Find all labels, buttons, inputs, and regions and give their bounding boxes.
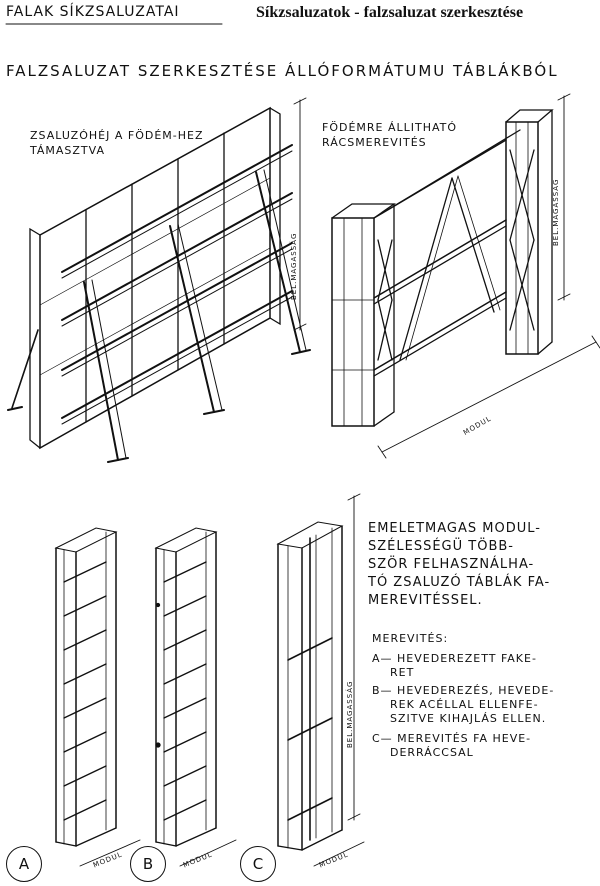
panel-a-drawing — [54, 527, 141, 867]
panel-b-circle-label: B — [130, 846, 166, 882]
merevites-item-c: C— MEREVITÉS FA HEVE- DERRÁCCSAL — [372, 732, 532, 759]
top-right-label: FÖDÉMRE ÁLLITHATÓ RÁCSMEREVITÉS — [322, 121, 458, 149]
panel-a-circle-label: A — [6, 846, 42, 882]
merevites-item-a: A— HEVEDEREZETT FAKE- RET — [372, 652, 537, 679]
panel-description: EMELETMAGAS MODUL- SZÉLESSÉGÜ TÖBB- SZÖR… — [368, 521, 551, 608]
panel-c-drawing — [276, 493, 365, 867]
header-left-title: FALAK SÍKZSALUZATAI — [6, 4, 180, 20]
merevites-item-b: B— HEVEDEREZÉS, HEVEDE- REK ACÉLLAL ELLE… — [372, 684, 555, 725]
top-left-label: ZSALUZÓHÉJ A FÖDÉM-HEZ TÁMASZTVA — [30, 129, 204, 157]
panel-b-drawing — [154, 527, 237, 867]
header-right-title: Síkzsaluzatok - falzsaluzat szerkesztése — [256, 4, 524, 21]
top-left-wall-formwork — [7, 97, 311, 463]
top-right-truss-formwork — [331, 93, 600, 459]
main-title: FALZSALUZAT SZERKESZTÉSE ÁLLÓFORMÁTUMU T… — [6, 62, 559, 80]
merevites-title: MEREVITÉS: — [372, 632, 449, 645]
panel-c-circle-label: C — [240, 846, 276, 882]
